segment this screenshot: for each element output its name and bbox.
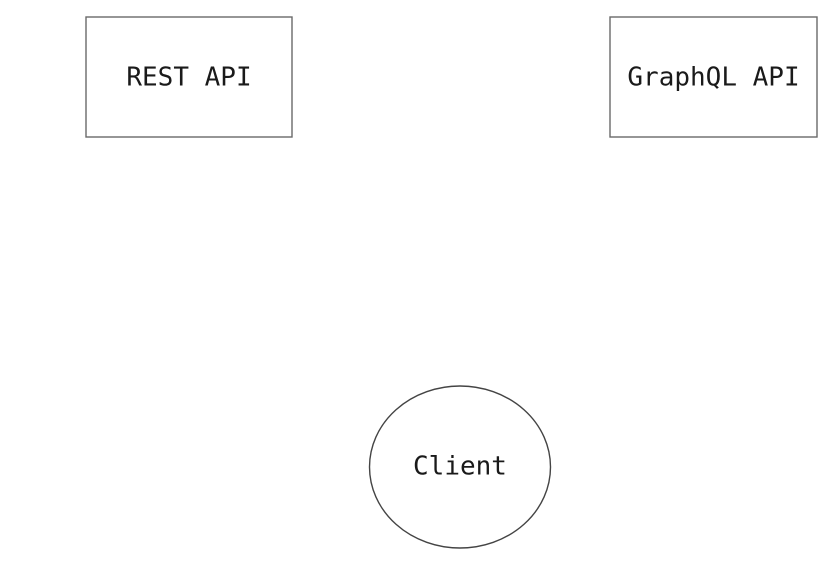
rest-api-box[interactable]	[85, 16, 293, 138]
rest-api-label: REST API	[126, 63, 251, 93]
node-rest-api[interactable]: REST API	[85, 16, 293, 138]
graphql-api-label: GraphQL API	[627, 63, 799, 93]
client-label: Client	[413, 452, 507, 482]
node-client[interactable]: Client	[368, 385, 552, 549]
node-graphql-api[interactable]: GraphQL API	[609, 16, 818, 138]
graphql-api-box[interactable]	[609, 16, 818, 138]
client-circle[interactable]	[368, 385, 552, 549]
